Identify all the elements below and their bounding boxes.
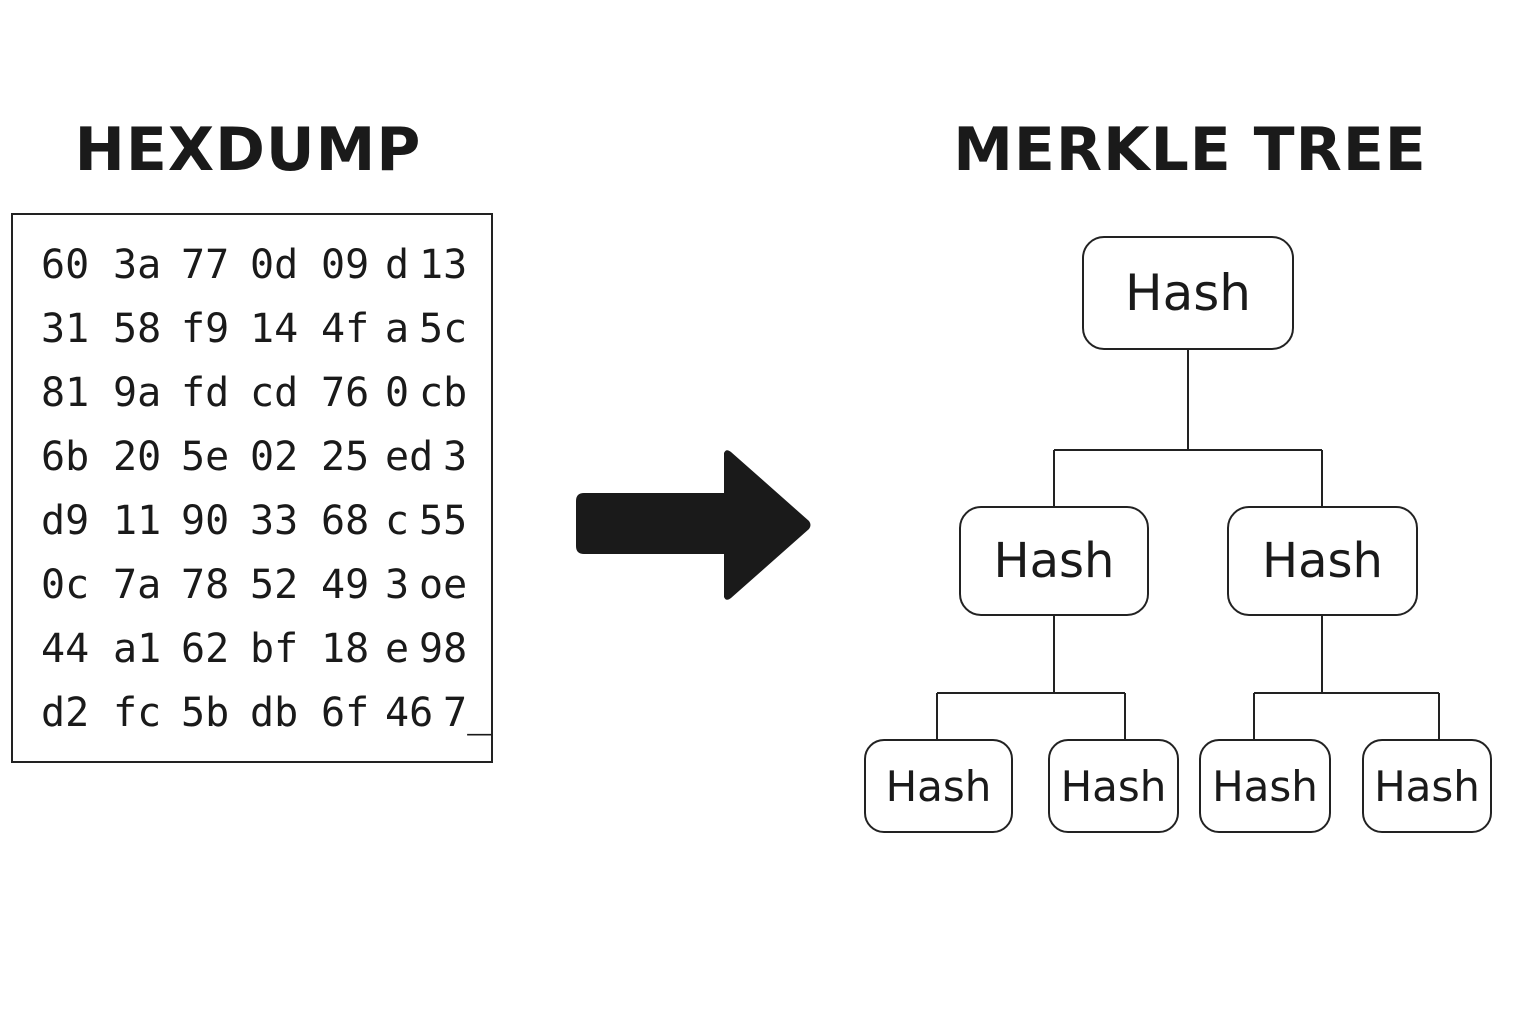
hex-byte: 14 xyxy=(250,306,299,352)
hex-byte: 52 xyxy=(250,562,299,608)
hexdump-row: 60 3a 77 0d 09 d 13 xyxy=(13,235,491,295)
hex-byte: db xyxy=(250,690,299,736)
hex-byte: 09 xyxy=(321,242,370,288)
hex-byte: 55 xyxy=(419,498,468,544)
hex-byte: 58 xyxy=(113,306,162,352)
hex-byte: 33 xyxy=(250,498,299,544)
hexdump-panel: 60 3a 77 0d 09 d 13 31 58 f9 14 4f a 5c … xyxy=(11,213,493,763)
hex-byte: 0c xyxy=(41,562,90,608)
leaf-hash-node: Hash xyxy=(1048,739,1179,833)
hex-byte: f9 xyxy=(181,306,230,352)
hexdump-row: 81 9a fd cd 76 0 cb xyxy=(13,363,491,423)
hex-byte: 7̲ xyxy=(443,690,492,736)
hex-byte: 31 xyxy=(41,306,90,352)
hex-byte: d xyxy=(385,242,410,288)
hex-byte: 5c xyxy=(419,306,468,352)
hex-byte: d2 xyxy=(41,690,90,736)
hex-byte: 78 xyxy=(181,562,230,608)
hex-byte: 46 xyxy=(385,690,434,736)
hexdump-row: 31 58 f9 14 4f a 5c xyxy=(13,299,491,359)
hex-byte: ed xyxy=(385,434,434,480)
hex-byte: 20 xyxy=(113,434,162,480)
hex-byte: 13 xyxy=(419,242,468,288)
hex-byte: d9 xyxy=(41,498,90,544)
hex-byte: 3 xyxy=(443,434,468,480)
leaf-hash-node: Hash xyxy=(1199,739,1331,833)
hex-byte: 6b xyxy=(41,434,90,480)
hex-byte: 6f xyxy=(321,690,370,736)
root-hash-node: Hash xyxy=(1082,236,1294,350)
hex-byte: bf xyxy=(250,626,299,672)
hex-byte: 60 xyxy=(41,242,90,288)
hex-byte: oe xyxy=(419,562,468,608)
merkle-tree-title: MERKLE TREE xyxy=(953,115,1427,185)
hex-byte: 0d xyxy=(250,242,299,288)
hex-byte: 90 xyxy=(181,498,230,544)
hexdump-row: 44 a1 62 bf 18 e 98 xyxy=(13,619,491,679)
hex-byte: 3 xyxy=(385,562,410,608)
hex-byte: fd xyxy=(181,370,230,416)
hex-byte: 68 xyxy=(321,498,370,544)
hexdump-row: d9 11 90 33 68 c 55 xyxy=(13,491,491,551)
hex-byte: e xyxy=(385,626,410,672)
hexdump-row: 0c 7a 78 52 49 3 oe xyxy=(13,555,491,615)
hex-byte: 77 xyxy=(181,242,230,288)
hex-byte: 81 xyxy=(41,370,90,416)
hex-byte: 49 xyxy=(321,562,370,608)
hex-byte: 02 xyxy=(250,434,299,480)
hex-byte: fc xyxy=(113,690,162,736)
hex-byte: 98 xyxy=(419,626,468,672)
hex-byte: a xyxy=(385,306,410,352)
hex-byte: 11 xyxy=(113,498,162,544)
hex-byte: 0 xyxy=(385,370,410,416)
hex-byte: 9a xyxy=(113,370,162,416)
hex-byte: 25 xyxy=(321,434,370,480)
hex-byte: 4f xyxy=(321,306,370,352)
hex-byte: 62 xyxy=(181,626,230,672)
hex-byte: cb xyxy=(419,370,468,416)
hex-byte: 7a xyxy=(113,562,162,608)
hex-byte: 76 xyxy=(321,370,370,416)
hex-byte: c xyxy=(385,498,410,544)
hex-byte: 5e xyxy=(181,434,230,480)
hex-byte: 5b xyxy=(181,690,230,736)
left-hash-node: Hash xyxy=(959,506,1149,616)
hex-byte: 3a xyxy=(113,242,162,288)
right-hash-node: Hash xyxy=(1227,506,1418,616)
hex-byte: 44 xyxy=(41,626,90,672)
hexdump-title: HEXDUMP xyxy=(74,115,422,185)
hexdump-row: 6b 20 5e 02 25 ed 3 xyxy=(13,427,491,487)
hex-byte: cd xyxy=(250,370,299,416)
hexdump-row: d2 fc 5b db 6f 46 7̲ xyxy=(13,683,491,743)
hex-byte: 18 xyxy=(321,626,370,672)
leaf-hash-node: Hash xyxy=(864,739,1013,833)
hex-byte: a1 xyxy=(113,626,162,672)
leaf-hash-node: Hash xyxy=(1362,739,1492,833)
